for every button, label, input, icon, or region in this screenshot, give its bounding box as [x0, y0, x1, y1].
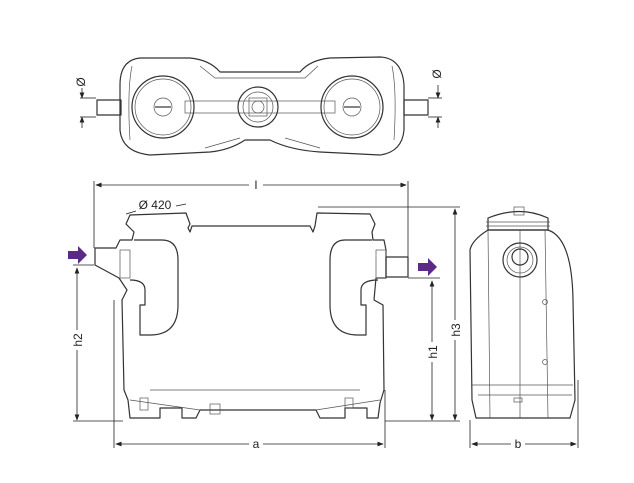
side-outline: [469, 229, 576, 419]
diameter-left-label: Ø: [74, 77, 88, 86]
arrow-right-icon: [418, 258, 437, 276]
inlet-height-label: h2: [71, 333, 85, 347]
outlet-height-label: h1: [426, 345, 440, 359]
outlet-flow-arrow: [418, 258, 437, 276]
length-label: l: [255, 178, 258, 192]
outlet-pipe-top: [403, 99, 429, 116]
top-view: Ø Ø: [74, 56, 444, 156]
side-view: b: [469, 206, 579, 451]
total-height-label: h3: [449, 323, 463, 337]
manhole-left: [131, 75, 195, 139]
center-hub: [237, 86, 279, 128]
manhole-right: [320, 75, 384, 139]
outlet-pipe: [385, 256, 409, 278]
arrow-right-icon: [68, 246, 87, 264]
front-view: l Ø 420 h2 h1 h: [68, 178, 463, 451]
side-outlet-port: [502, 242, 538, 278]
tank-outline: [94, 212, 387, 419]
inlet-flow-arrow: [68, 246, 87, 264]
width-label: b: [515, 437, 522, 451]
diameter-right-label: Ø: [430, 69, 444, 78]
base-length-label: a: [253, 437, 260, 451]
inlet-pipe-top: [96, 99, 122, 116]
lid-diameter-label: Ø 420: [139, 198, 172, 212]
